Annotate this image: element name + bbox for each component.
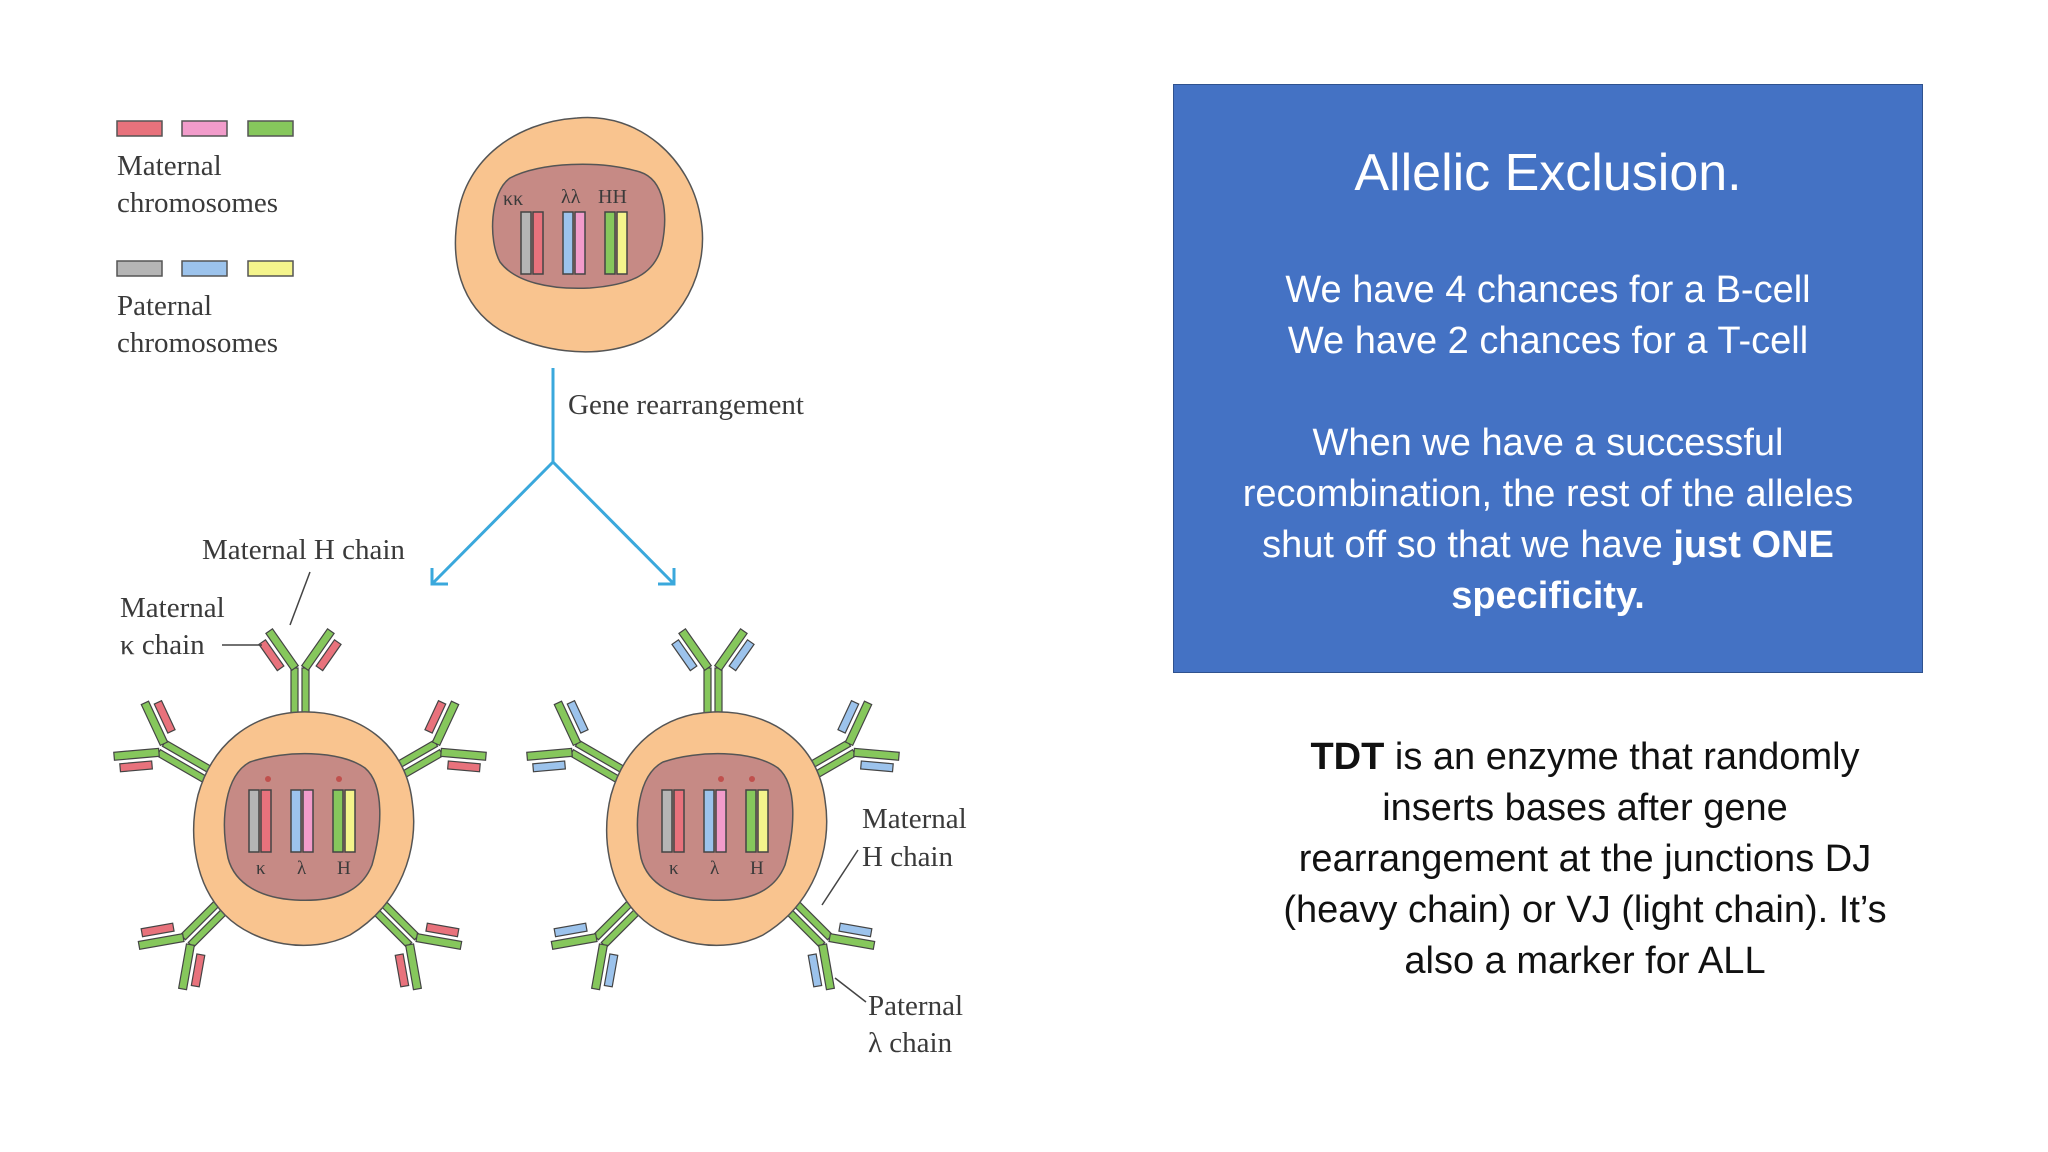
right-heavy-label: H — [750, 858, 764, 879]
right-b-cell: κ λ H — [517, 628, 909, 1001]
left-rearranged-marker-kappa — [265, 776, 271, 782]
right-rearranged-marker-lambda — [718, 776, 724, 782]
left-kappa-label: κ — [256, 858, 266, 879]
b-cell-chances: We have 4 chances for a B-cell — [1285, 269, 1811, 311]
top-chrom-kappa-paternal — [520, 211, 532, 275]
left-chrom-6 — [344, 789, 356, 853]
tdt-term: TDT — [1310, 736, 1385, 778]
legend-maternal-kappa-swatch — [116, 120, 163, 137]
top-cell-lambda-label: λλ — [561, 186, 581, 208]
left-h-chain-pointer — [289, 571, 311, 626]
left-rearranged-marker-heavy — [336, 776, 342, 782]
chances-text: We have 4 chances for a B-cell We have 2… — [1174, 265, 1922, 367]
right-kappa-label: κ — [669, 858, 679, 879]
top-chrom-kappa-maternal — [532, 211, 544, 275]
left-maternal-k-chain-label-1: Maternal — [120, 592, 225, 624]
legend-maternal-heavy-swatch — [247, 120, 294, 137]
legend-paternal-label-2: chromosomes — [117, 327, 278, 359]
top-chrom-lambda-paternal — [562, 211, 574, 275]
legend: Maternal chromosomes Paternal chromosome… — [116, 120, 294, 359]
left-maternal-h-chain-label: Maternal H chain — [202, 534, 405, 566]
rearrangement-arrows — [430, 368, 676, 586]
top-cell-kappa-label: κκ — [503, 188, 523, 210]
left-chrom-5 — [332, 789, 344, 853]
legend-maternal-label-2: chromosomes — [117, 187, 278, 219]
recombination-text: When we have a successful recombination,… — [1242, 422, 1854, 566]
legend-paternal-lambda-swatch — [181, 260, 228, 277]
top-chrom-heavy-maternal — [604, 211, 616, 275]
right-lambda-label: λ — [710, 858, 720, 879]
left-lambda-label: λ — [297, 858, 307, 879]
right-maternal-h-chain-label-1: Maternal — [862, 803, 967, 835]
right-chrom-1 — [661, 789, 673, 853]
top-cell-heavy-label: HH — [598, 186, 627, 208]
right-chrom-2 — [673, 789, 685, 853]
legend-paternal-label-1: Paternal — [117, 290, 212, 322]
right-antibody-top — [668, 628, 758, 724]
right-h-chain-pointer — [821, 849, 859, 906]
left-maternal-k-chain-label-2: κ chain — [120, 629, 205, 661]
t-cell-chances: We have 2 chances for a T-cell — [1287, 320, 1809, 362]
tdt-description: is an enzyme that randomly inserts bases… — [1283, 736, 1887, 982]
allelic-exclusion-title: Allelic Exclusion. — [1354, 144, 1742, 202]
recombination-paragraph: When we have a successful recombination,… — [1214, 418, 1882, 622]
right-lambda-pointer — [834, 977, 867, 1003]
top-chrom-heavy-paternal — [616, 211, 628, 275]
right-paternal-lambda-label-2: λ chain — [868, 1027, 953, 1059]
arrow-right — [551, 460, 676, 586]
top-chrom-lambda-maternal — [574, 211, 586, 275]
left-chrom-3 — [290, 789, 302, 853]
left-heavy-label: H — [337, 858, 351, 879]
right-chrom-3 — [703, 789, 715, 853]
right-chrom-4 — [715, 789, 727, 853]
allelic-exclusion-box: Allelic Exclusion. We have 4 chances for… — [1173, 84, 1923, 673]
allelic-exclusion-diagram: Maternal chromosomes Paternal chromosome… — [104, 116, 967, 1059]
top-cell: κκ λλ HH — [454, 116, 704, 353]
legend-paternal-kappa-swatch — [116, 260, 163, 277]
right-maternal-h-chain-label-2: H chain — [862, 841, 953, 873]
legend-maternal-lambda-swatch — [181, 120, 228, 137]
left-chrom-4 — [302, 789, 314, 853]
right-rearranged-marker-heavy — [749, 776, 755, 782]
left-chrom-2 — [260, 789, 272, 853]
gene-rearrangement-label: Gene rearrangement — [568, 389, 804, 421]
legend-maternal-label-1: Maternal — [117, 150, 222, 182]
legend-paternal-heavy-swatch — [247, 260, 294, 277]
arrow-left — [430, 460, 555, 586]
right-chrom-5 — [745, 789, 757, 853]
right-chrom-6 — [757, 789, 769, 853]
left-antibody-top — [255, 628, 345, 724]
arrowhead-left — [430, 568, 448, 586]
arrowhead-right — [658, 568, 676, 586]
tdt-note: TDT is an enzyme that randomly inserts b… — [1260, 732, 1910, 987]
left-chrom-1 — [248, 789, 260, 853]
left-b-cell: κ λ H — [104, 628, 496, 1001]
one-specificity-text: just ONE specificity. — [1451, 524, 1834, 617]
right-paternal-lambda-label-1: Paternal — [868, 990, 963, 1022]
